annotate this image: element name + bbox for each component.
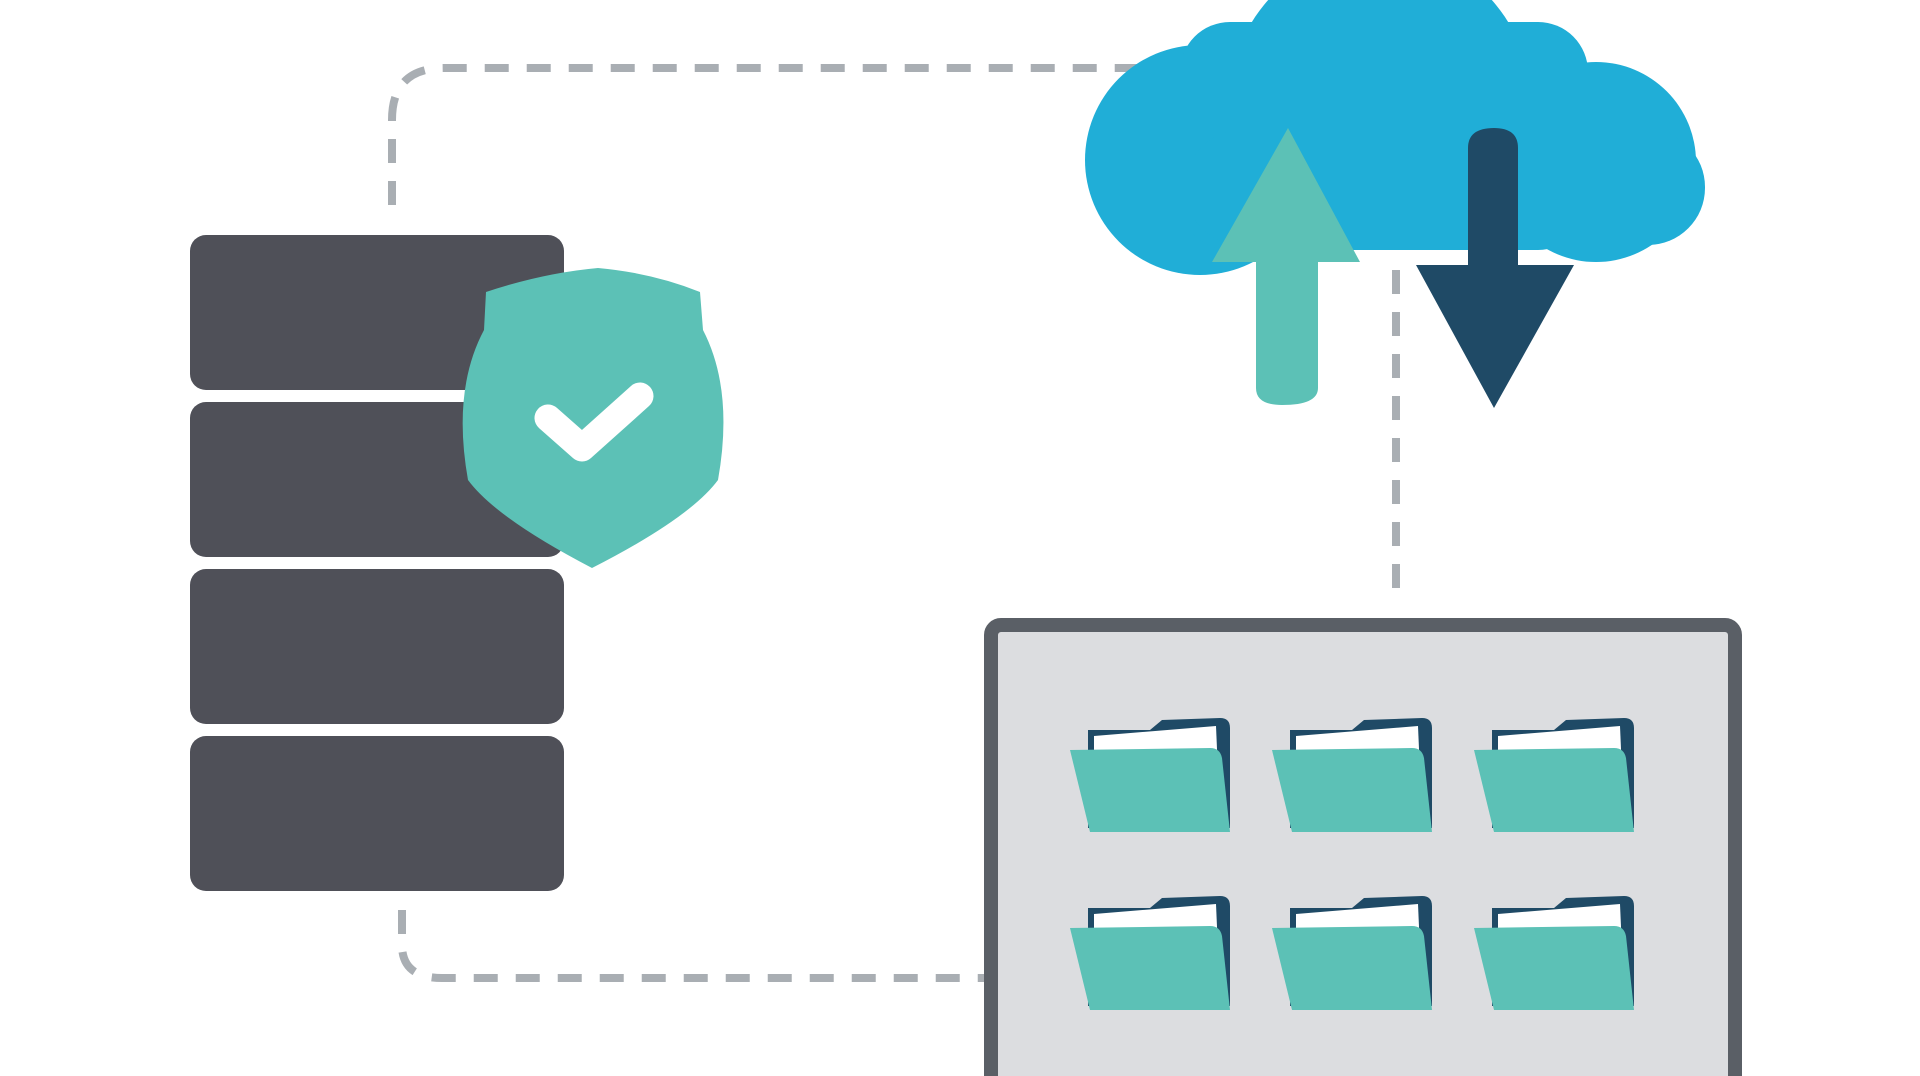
download-arrow-icon [1416, 128, 1574, 408]
upload-arrow-icon [1212, 128, 1360, 405]
connector-server-to-cabinet [398, 910, 985, 982]
shield-check-icon [462, 268, 724, 568]
connectors [388, 64, 1400, 982]
server-unit-4 [190, 736, 564, 891]
folder-icon [1070, 718, 1230, 832]
server-unit-1 [190, 235, 564, 390]
connector-server-to-cloud [388, 64, 1170, 205]
shield-body [462, 268, 724, 568]
folder-icon [1474, 896, 1634, 1010]
server-unit-3 [190, 569, 564, 724]
folder-icon [1474, 718, 1634, 832]
folder-icon [1272, 718, 1432, 832]
folder-icon [1070, 896, 1230, 1010]
file-cabinet-icon [984, 618, 1742, 1076]
check-mark [534, 382, 654, 462]
cloud-icon [1085, 0, 1705, 275]
folder-icon [1272, 896, 1432, 1010]
folder-grid [1070, 718, 1634, 1010]
